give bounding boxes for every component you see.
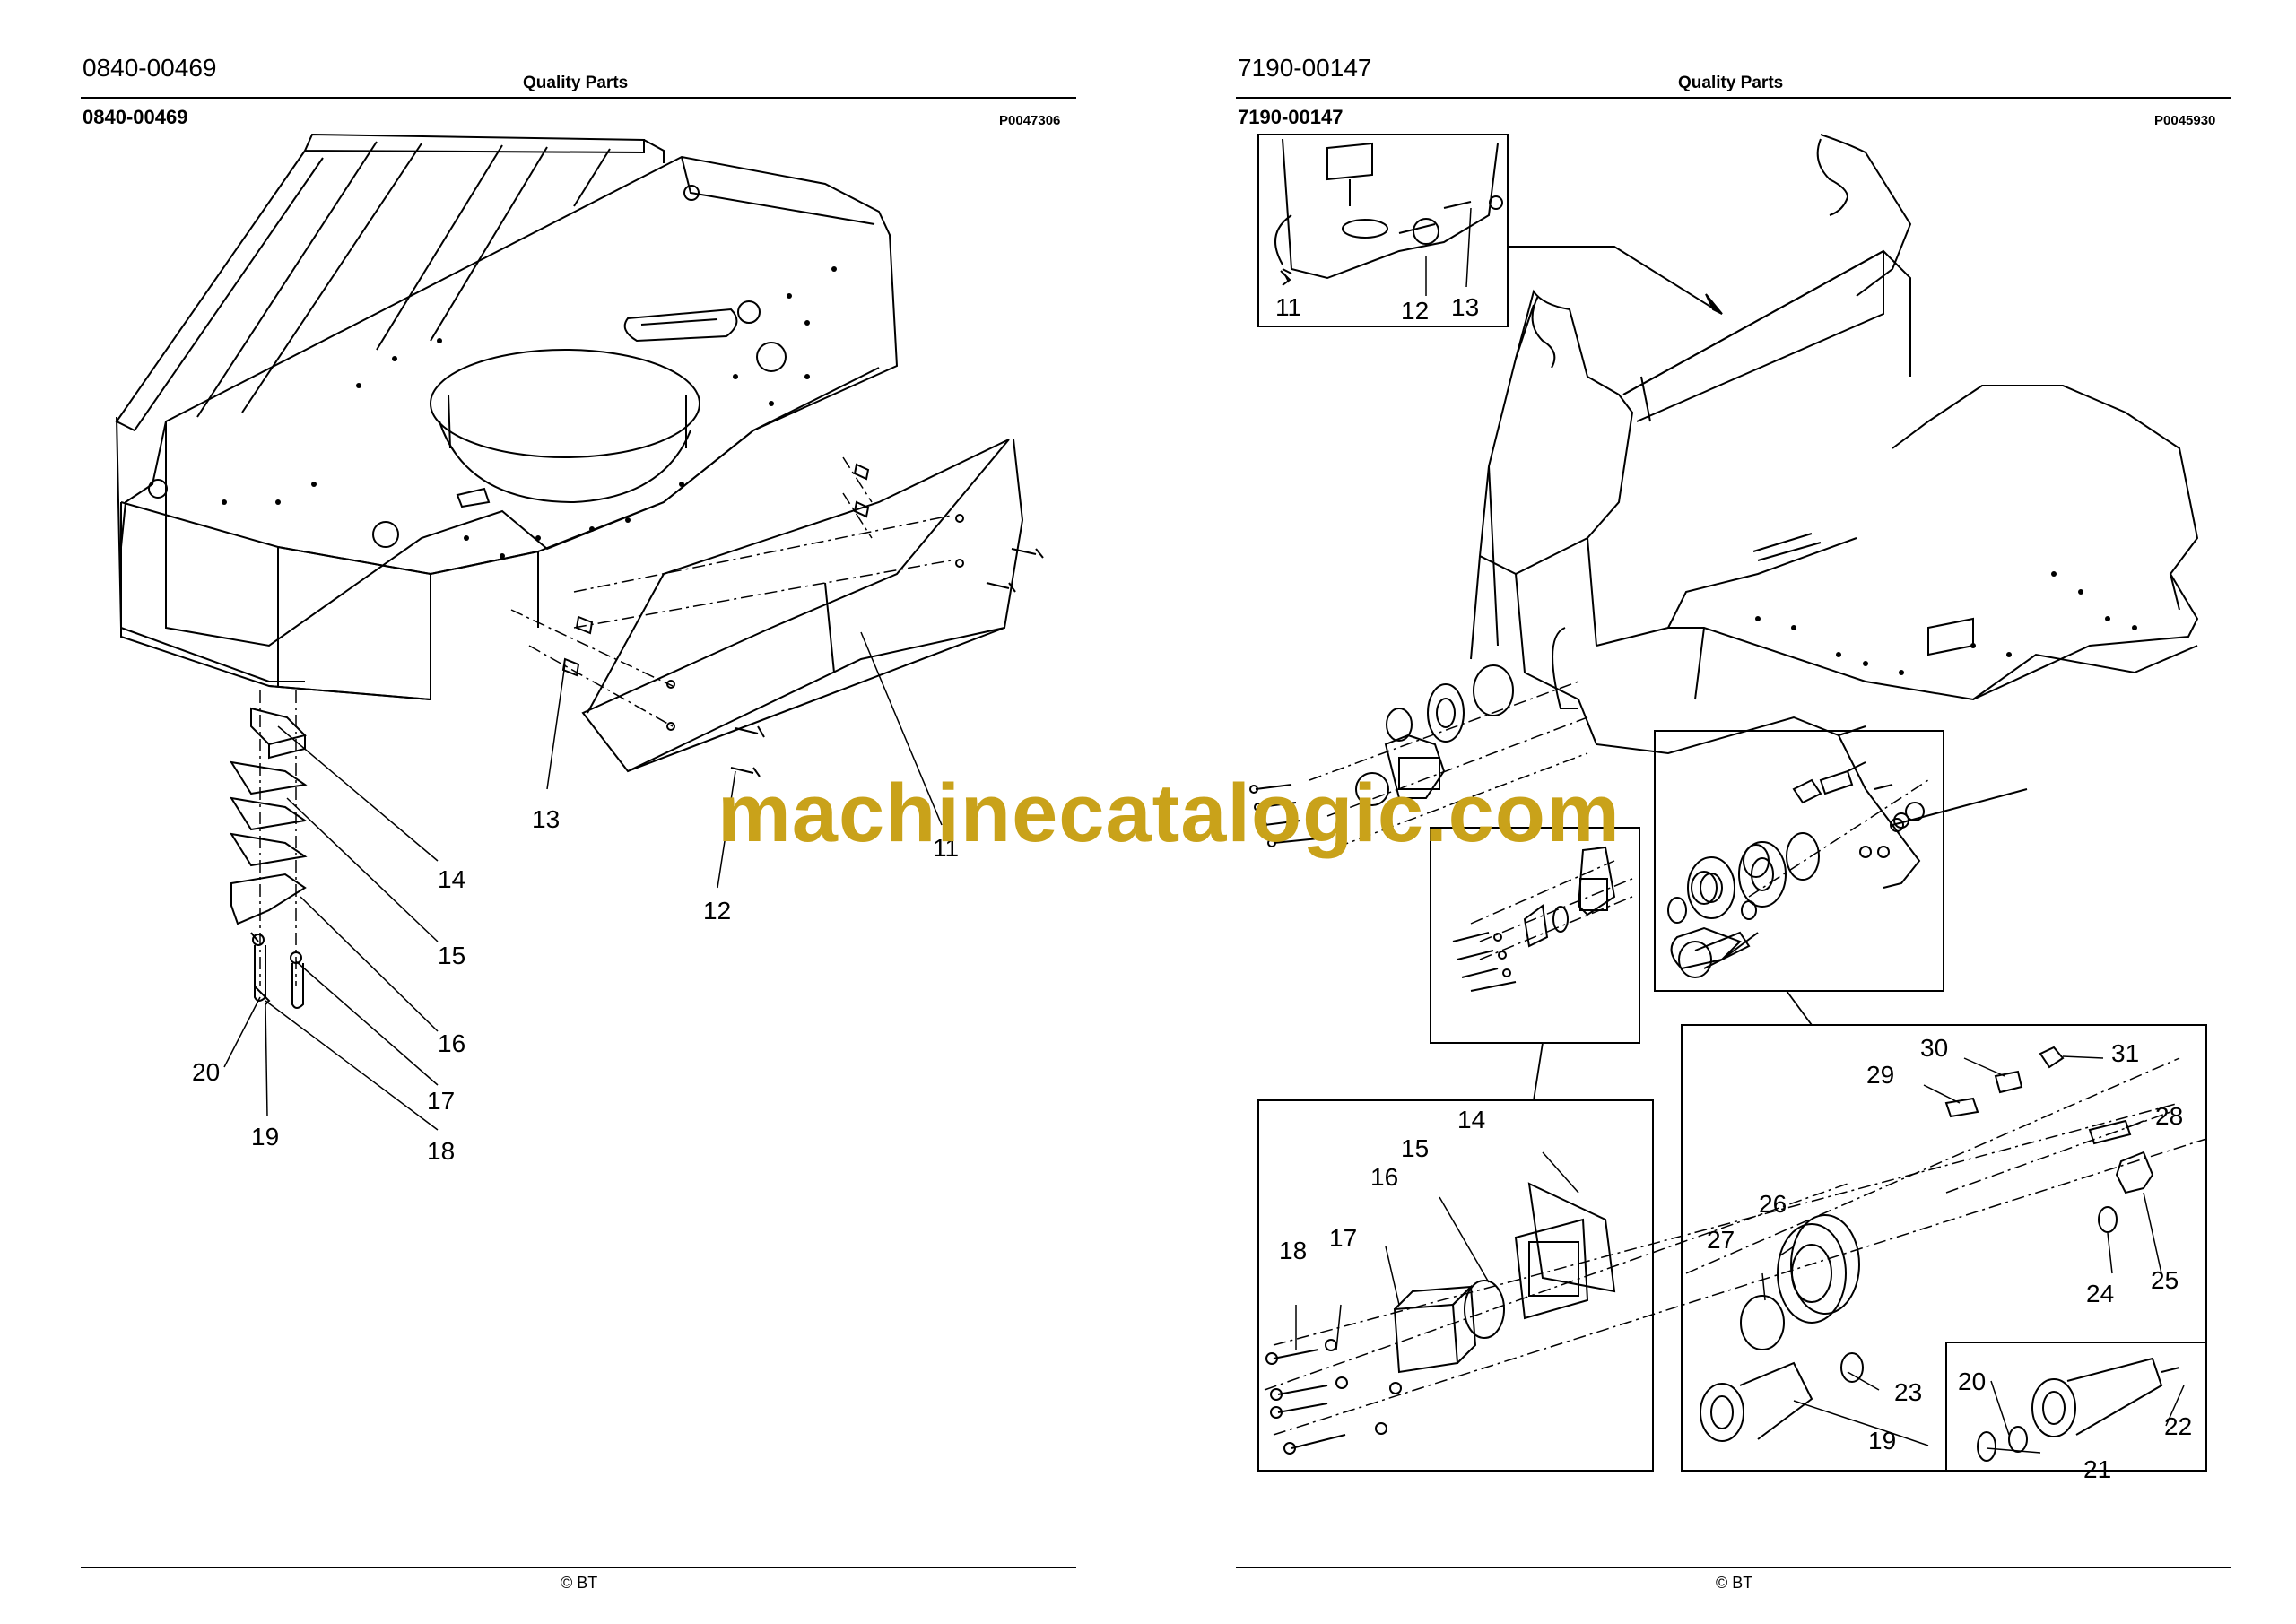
roller-assembly-right [1667, 761, 1909, 978]
callout-right-11-top: 11 [1275, 293, 1302, 321]
callout-right-25: 25 [2151, 1266, 2179, 1294]
callout-right-30: 30 [1920, 1034, 1949, 1062]
detail-box-top [1257, 134, 1509, 327]
callout-right-27: 27 [1707, 1226, 1735, 1254]
callout-left-11: 11 [933, 834, 960, 862]
shim-stack [229, 707, 308, 1009]
footer-rule-right [1236, 1567, 2231, 1568]
callout-right-17: 17 [1329, 1224, 1358, 1252]
callout-right-22: 22 [2164, 1412, 2193, 1440]
page-title-right: Quality Parts [1678, 74, 1784, 92]
callout-left-13: 13 [532, 805, 561, 833]
callout-left-19: 19 [251, 1123, 280, 1151]
callout-left-15: 15 [438, 942, 466, 969]
callout-right-19: 19 [1868, 1427, 1897, 1455]
watermark-text: machinecatalogic.com [718, 768, 1621, 859]
callout-left-17: 17 [427, 1087, 456, 1115]
figure-ref-left: P0047306 [999, 113, 1061, 128]
connector-lines [1533, 990, 1813, 1101]
callout-right-24: 24 [2086, 1280, 2115, 1307]
leader-lines [223, 631, 943, 1131]
callout-right-26: 26 [1759, 1190, 1787, 1218]
callout-left-20: 20 [192, 1058, 221, 1086]
mounting-holes [222, 266, 837, 559]
callout-right-29: 29 [1866, 1061, 1895, 1089]
right-leader-lines [1283, 207, 2185, 1454]
callout-right-20: 20 [1958, 1368, 1987, 1395]
part-code-left: 0840-00469 [83, 106, 188, 128]
callout-right-15: 15 [1401, 1134, 1430, 1162]
right-center-lines [1264, 681, 2207, 1436]
callout-right-14: 14 [1457, 1106, 1486, 1133]
mast-frame [1470, 134, 2199, 889]
callout-left-18: 18 [427, 1137, 456, 1165]
detail-arrow [1508, 246, 1723, 315]
detail-box-right [1654, 730, 1944, 992]
roller-bolts-left [1249, 784, 1319, 847]
callout-right-12-top: 12 [1401, 297, 1430, 325]
callout-left-14: 14 [438, 865, 466, 893]
callout-right-21: 21 [2083, 1455, 2112, 1483]
callout-right-28: 28 [2155, 1102, 2184, 1130]
callout-left-12: 12 [703, 897, 732, 925]
footer-copyright-left: © BT [561, 1574, 598, 1592]
counterweight-plate [581, 439, 1024, 773]
counterweight-bolts [730, 548, 1044, 777]
callout-left-16: 16 [438, 1029, 466, 1057]
header-rule-left [81, 97, 1076, 99]
chassis-frame [115, 133, 899, 701]
detail-box-mid [1430, 827, 1640, 1044]
detail-box-bottom-right [1681, 1024, 2207, 1472]
callout-right-31: 31 [2111, 1039, 2140, 1067]
callout-right-23: 23 [1894, 1378, 1923, 1406]
page-title-left: Quality Parts [523, 74, 629, 92]
mast-holes [1755, 571, 2137, 675]
footer-copyright-right: © BT [1716, 1574, 1753, 1592]
footer-rule-left [81, 1567, 1076, 1568]
detail-box-bottom-left [1257, 1099, 1654, 1472]
callout-right-16: 16 [1370, 1163, 1399, 1191]
part-code-right: 7190-00147 [1238, 106, 1344, 128]
callout-right-13-top: 13 [1451, 293, 1480, 321]
figure-ref-right: P0045930 [2154, 113, 2216, 128]
header-rule-right [1236, 97, 2231, 99]
page-number-right: 7190-00147 [1238, 54, 1372, 82]
spacer-nuts [561, 463, 870, 677]
page-number-left: 0840-00469 [83, 54, 217, 82]
callout-right-18: 18 [1279, 1237, 1308, 1264]
